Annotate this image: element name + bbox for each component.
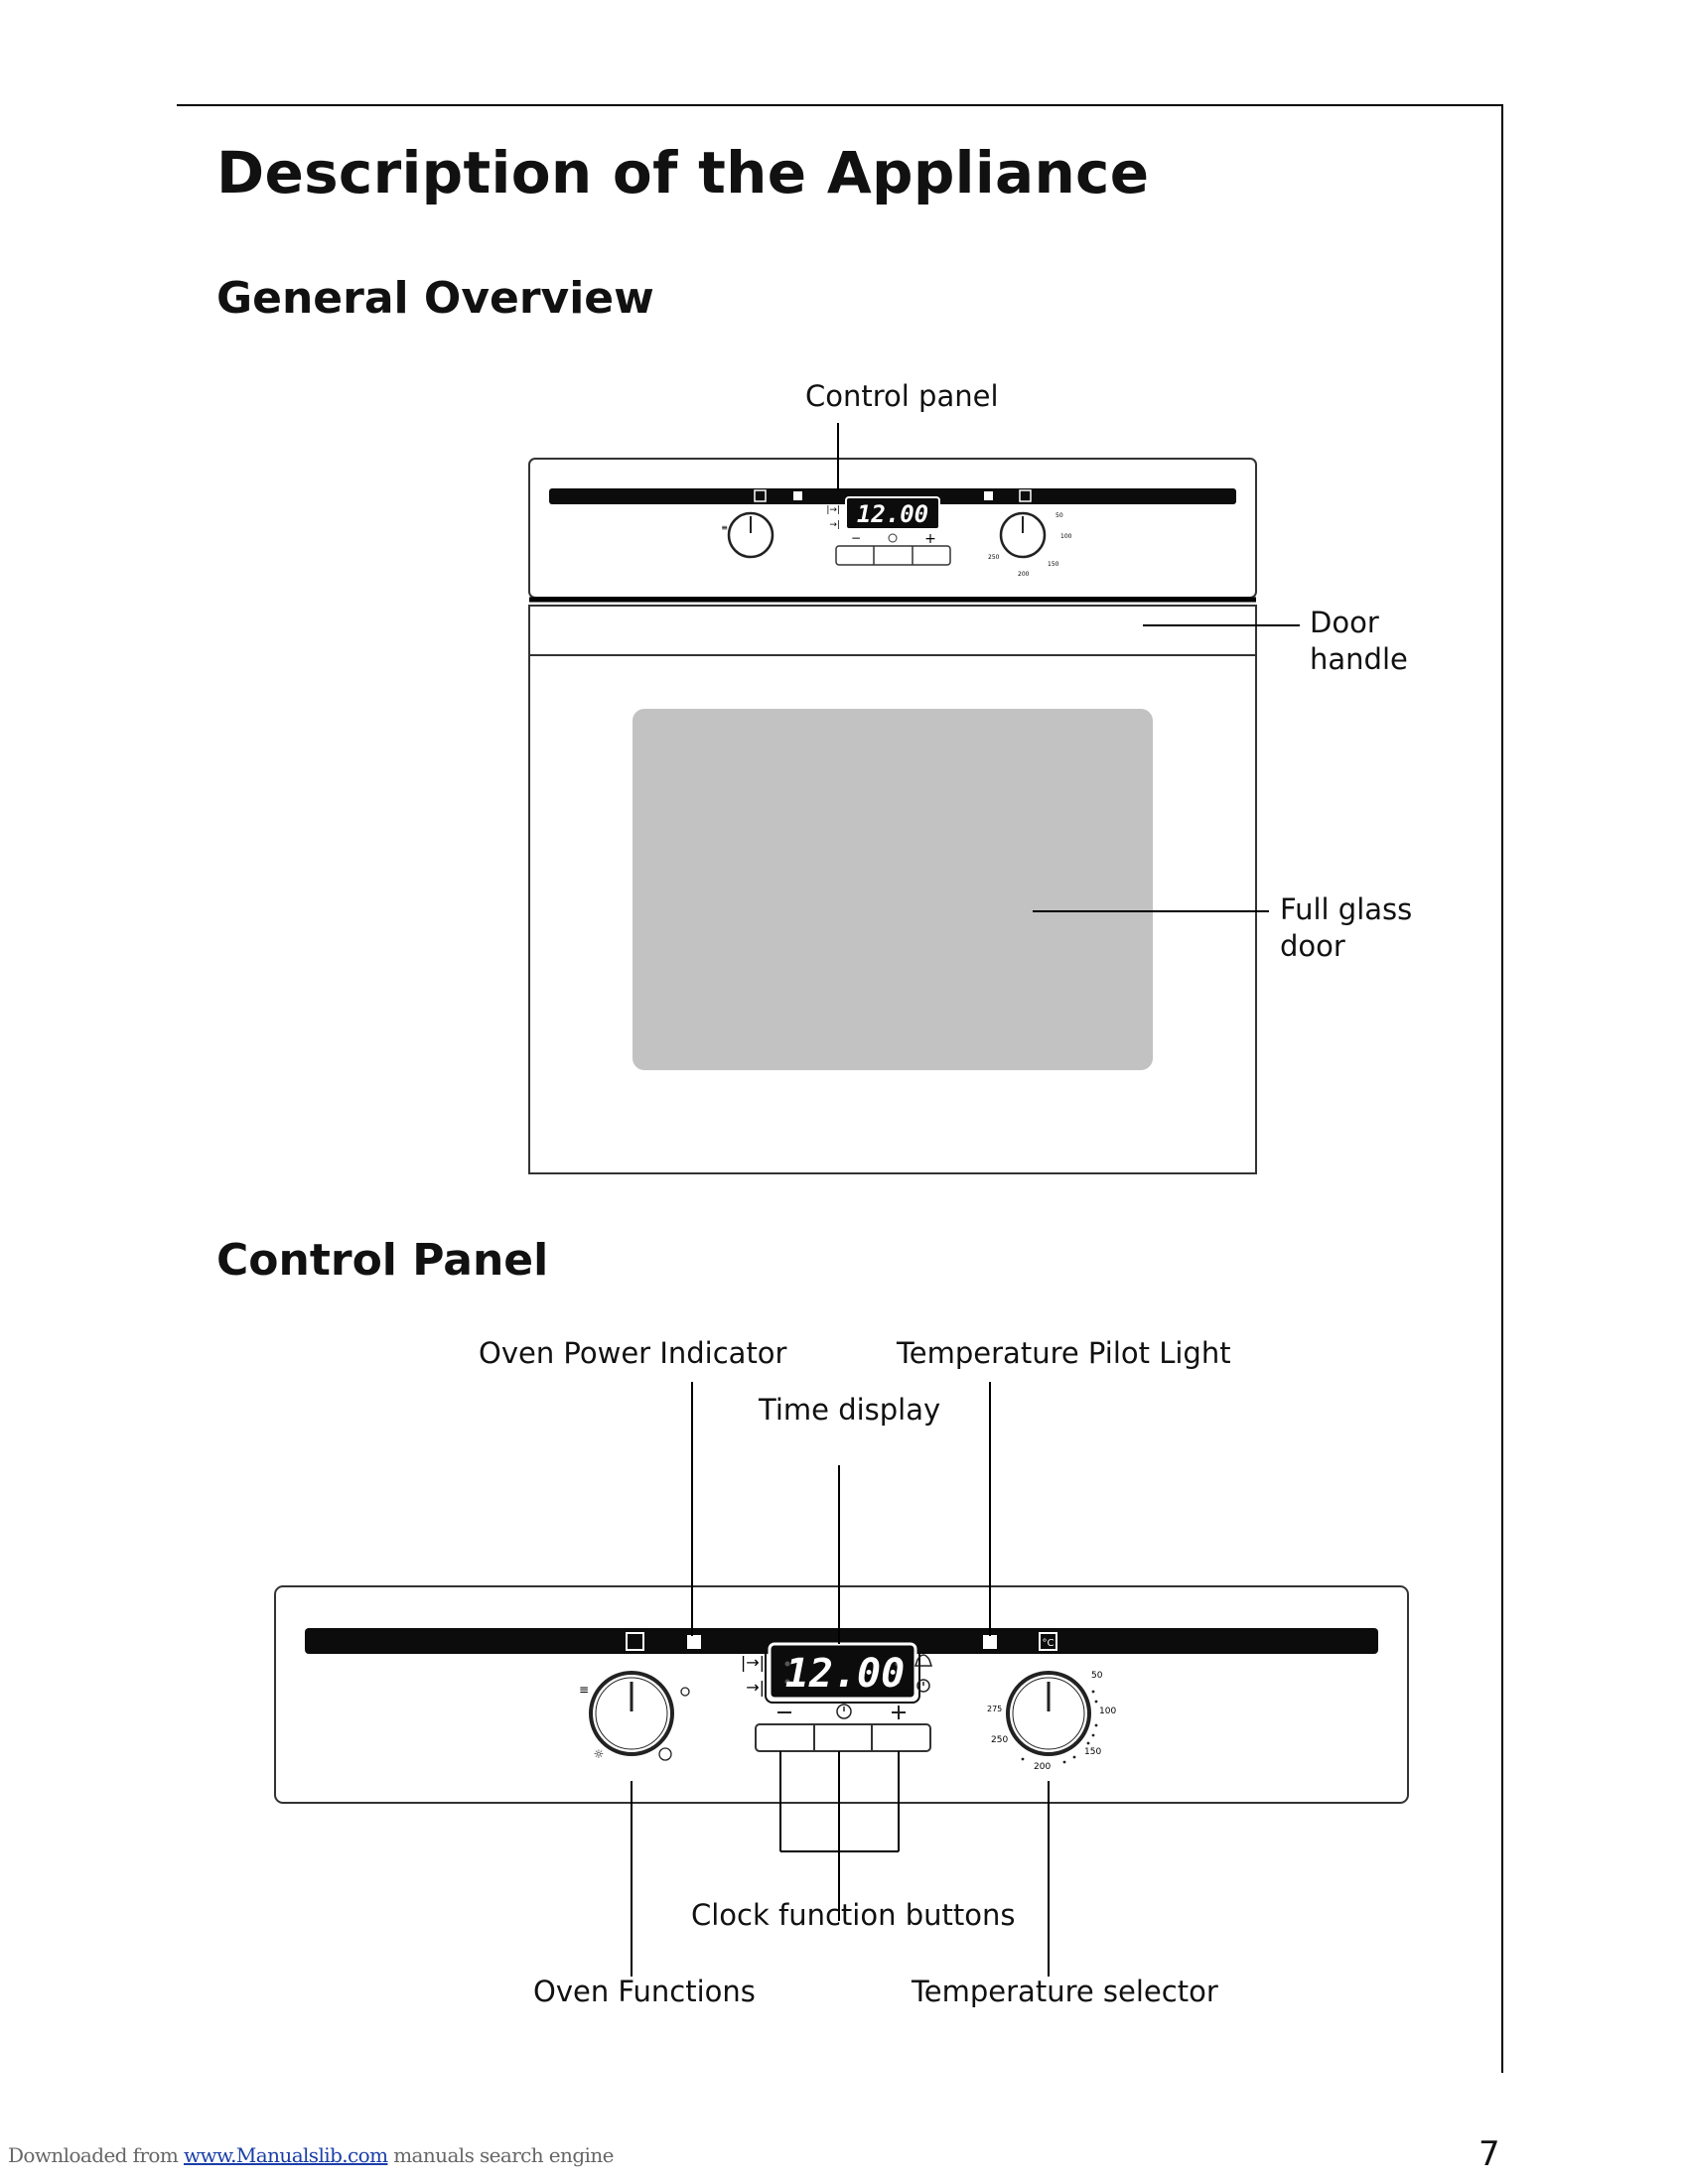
- footer-prefix: Downloaded from: [8, 2143, 179, 2167]
- label-oven-functions: Oven Functions: [533, 1975, 756, 2008]
- download-footer: Downloaded from www.Manualslib.com manua…: [8, 2143, 614, 2167]
- temperature-mark: 275: [987, 1705, 1002, 1713]
- svg-text:|→|: |→|: [741, 1653, 765, 1672]
- label-time-display: Time display: [759, 1393, 941, 1427]
- section-heading-control-panel: Control Panel: [216, 1235, 549, 1286]
- page-number: 7: [1478, 2134, 1500, 2174]
- svg-text:50: 50: [1055, 512, 1063, 519]
- svg-text:≡: ≡: [579, 1683, 589, 1697]
- svg-text:→|: →|: [746, 1678, 765, 1697]
- svg-text:200: 200: [1018, 571, 1030, 578]
- manualslib-link[interactable]: www.Manualslib.com: [183, 2143, 388, 2167]
- svg-text:250: 250: [988, 554, 1000, 561]
- svg-text:≡: ≡: [721, 523, 728, 532]
- temperature-mark: 150: [1084, 1747, 1101, 1757]
- label-clock-function-buttons: Clock function buttons: [691, 1898, 1016, 1932]
- svg-text:−: −: [851, 531, 861, 545]
- svg-text:+: +: [924, 531, 936, 547]
- label-oven-power-indicator: Oven Power Indicator: [479, 1336, 787, 1370]
- svg-text:→|: →|: [829, 520, 840, 530]
- svg-text:150: 150: [1048, 561, 1059, 568]
- temperature-mark: 250: [991, 1735, 1008, 1745]
- label-glass-door-line1: Full glass: [1280, 892, 1413, 926]
- label-control-panel: Control panel: [805, 379, 999, 413]
- power-icon: [626, 1632, 644, 1651]
- svg-text:100: 100: [1060, 533, 1072, 540]
- label-door-handle-line2: handle: [1310, 642, 1408, 676]
- svg-text:°C: °C: [1043, 1638, 1055, 1649]
- label-temperature-selector: Temperature selector: [912, 1975, 1218, 2008]
- svg-text:☼: ☼: [594, 1747, 605, 1761]
- svg-text:|→|: |→|: [826, 505, 840, 515]
- label-temperature-pilot-light: Temperature Pilot Light: [897, 1336, 1231, 1370]
- page-title: Description of the Appliance: [216, 139, 1150, 206]
- section-heading-overview: General Overview: [216, 273, 654, 324]
- temperature-mark: 100: [1099, 1706, 1116, 1716]
- temperature-mark: 50: [1091, 1671, 1103, 1681]
- label-glass-door-line2: door: [1280, 929, 1345, 963]
- temperature-mark: 200: [1034, 1762, 1051, 1772]
- svg-text:12.00: 12.00: [785, 1651, 905, 1697]
- svg-text:12.00: 12.00: [857, 500, 928, 528]
- label-door-handle-line1: Door: [1310, 606, 1379, 639]
- footer-suffix: manuals search engine: [387, 2143, 614, 2167]
